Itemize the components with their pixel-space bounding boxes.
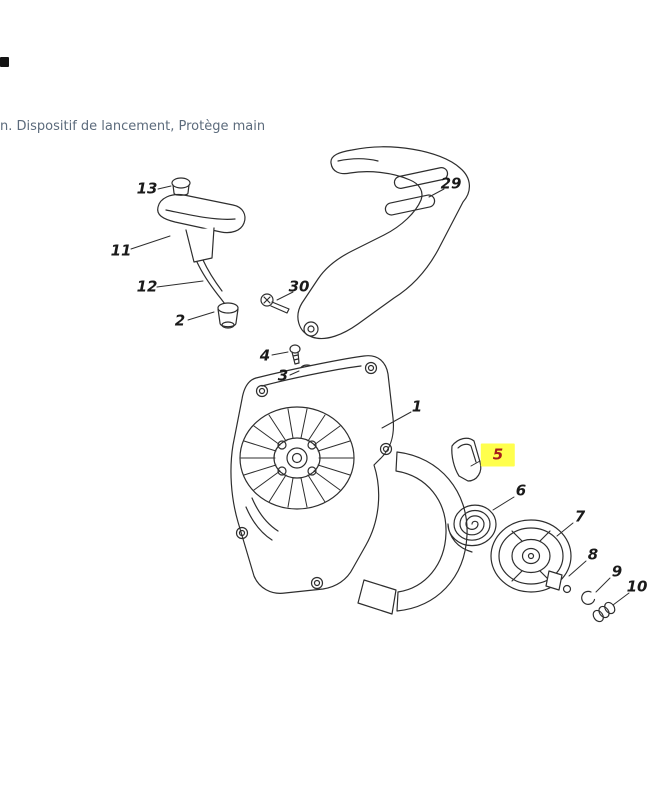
leader-lines	[130, 185, 630, 606]
screw-4-part	[289, 344, 301, 365]
part-label-11[interactable]: 11	[110, 241, 132, 260]
part-label-5[interactable]: 5	[480, 443, 516, 467]
part-label-7[interactable]: 7	[574, 507, 586, 526]
part-label-10[interactable]: 10	[626, 577, 648, 596]
cropped-text-fragment	[0, 57, 9, 67]
part-label-2[interactable]: 2	[174, 311, 186, 330]
part-label-29[interactable]: 29	[440, 174, 462, 193]
part-label-6[interactable]: 6	[515, 481, 527, 500]
rope-plug-part	[217, 302, 239, 329]
starter-rope-part	[196, 259, 228, 308]
fan-housing-part	[230, 355, 395, 594]
hand-guard-part	[297, 146, 470, 340]
part-label-30[interactable]: 30	[288, 277, 310, 296]
part-label-12[interactable]: 12	[136, 277, 158, 296]
retainer-clip-part	[581, 590, 596, 605]
grip-plug-part	[171, 177, 191, 196]
part-label-8[interactable]: 8	[587, 545, 599, 564]
part-label-4[interactable]: 4	[259, 346, 271, 365]
starter-grip-part	[157, 193, 246, 263]
small-spring-part	[592, 601, 616, 623]
screw-30-part	[260, 293, 290, 314]
pawl-kit-part	[545, 570, 572, 594]
part-label-1[interactable]: 1	[411, 397, 423, 416]
part-label-3[interactable]: 3	[277, 366, 289, 385]
rewind-spring-part	[447, 504, 497, 553]
part-label-13[interactable]: 13	[136, 179, 158, 198]
diagram-caption: n. Dispositif de lancement, Protège main	[0, 119, 266, 134]
pawl-bracket-part	[451, 437, 482, 482]
starter-cover-ring-part	[357, 451, 468, 615]
part-label-9[interactable]: 9	[611, 562, 623, 581]
